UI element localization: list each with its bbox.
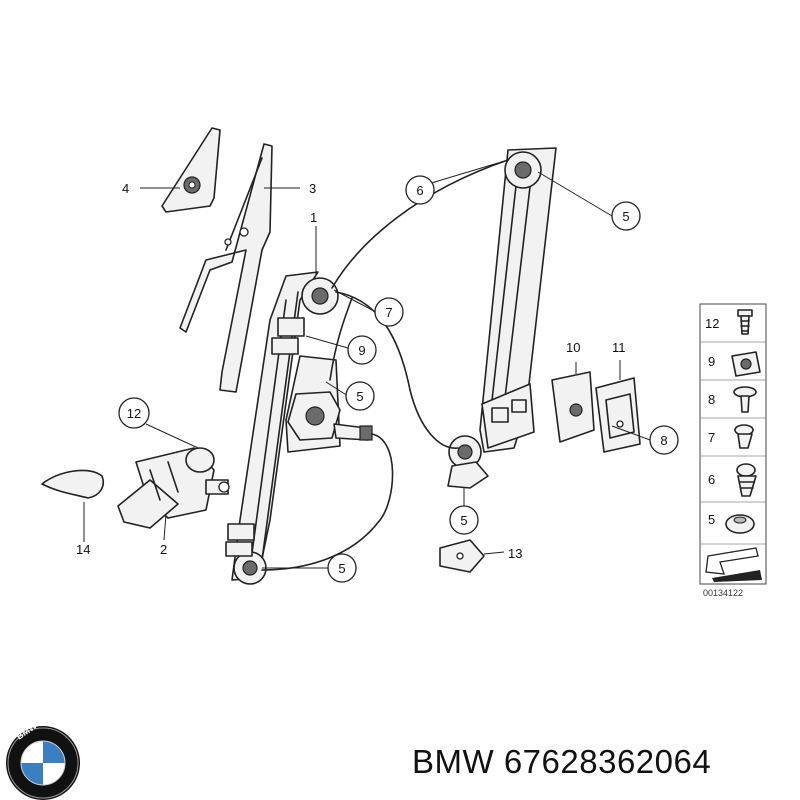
callout-14: 14 — [76, 542, 90, 557]
callout-circle-5c — [449, 505, 479, 535]
callout-circle-8 — [649, 425, 679, 455]
callout-7: 7 — [385, 305, 392, 320]
legend-panel: 12 9 8 7 6 5 — [699, 303, 767, 598]
callout-13: 13 — [508, 546, 522, 561]
callout-12: 12 — [127, 406, 141, 421]
part-4-trim-cover — [161, 127, 221, 213]
right-rail — [447, 147, 557, 489]
legend-label-9: 9 — [708, 354, 715, 369]
diagram-code: 00134122 — [703, 588, 743, 598]
part-2-motor — [117, 447, 230, 529]
part-14-foam-pad — [41, 469, 104, 499]
callout-9: 9 — [358, 343, 365, 358]
callout-4: 4 — [122, 181, 129, 196]
callout-5a: 5 — [622, 209, 629, 224]
footer-part-label: BMW 67628362064 — [412, 743, 711, 781]
legend-arrow-icon — [705, 547, 762, 582]
legend-label-6: 6 — [708, 472, 715, 487]
part-11-sealing-plate — [595, 377, 641, 453]
callouts: 4 3 1 6 5 7 9 5 12 2 14 10 11 8 5 5 13 — [76, 175, 679, 583]
legend-push-clip-icon — [736, 463, 757, 497]
callout-5b: 5 — [356, 389, 363, 404]
callout-5c: 5 — [460, 513, 467, 528]
callout-circle-12 — [118, 397, 150, 429]
callout-circle-7 — [374, 297, 404, 327]
legend-label-5: 5 — [708, 512, 715, 527]
part-3-window-frame-strip — [179, 143, 273, 393]
legend-label-7: 7 — [708, 430, 715, 445]
part-1-window-regulator — [225, 271, 373, 585]
callout-3: 3 — [309, 181, 316, 196]
legend-clip-icon — [731, 351, 761, 377]
callout-circle-9 — [347, 335, 377, 365]
footer-brand: BMW — [412, 743, 495, 780]
part-13-bracket — [439, 539, 485, 573]
part-10-cover-plate — [551, 371, 595, 443]
legend-label-12: 12 — [705, 316, 719, 331]
callout-circle-5d — [327, 553, 357, 583]
callout-circle-6 — [405, 175, 435, 205]
callout-circle-5a — [611, 201, 641, 231]
legend-bolt-icon — [733, 386, 757, 413]
legend-rivet-icon — [734, 424, 754, 449]
callout-2: 2 — [160, 542, 167, 557]
callout-1: 1 — [310, 210, 317, 225]
callout-10: 10 — [566, 340, 580, 355]
regulator-cables — [261, 159, 509, 571]
legend-grommet-icon — [725, 514, 755, 534]
callout-8: 8 — [660, 433, 667, 448]
legend-label-8: 8 — [708, 392, 715, 407]
callout-5d: 5 — [338, 561, 345, 576]
legend-screw-icon — [737, 309, 753, 335]
callout-circle-5b — [345, 381, 375, 411]
bmw-logo-icon: BMW — [6, 724, 80, 800]
callout-11: 11 — [612, 340, 626, 355]
callout-6: 6 — [416, 183, 423, 198]
footer-part-number: 67628362064 — [503, 743, 712, 780]
